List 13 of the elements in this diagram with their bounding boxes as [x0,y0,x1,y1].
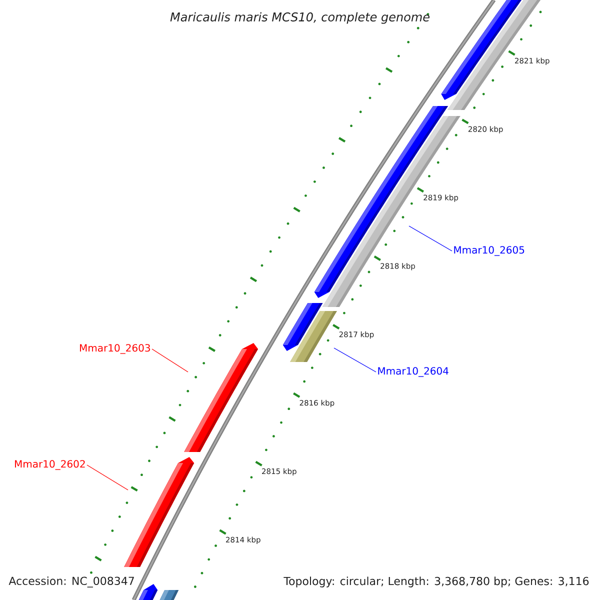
gene-label: Mmar10_2602 [15,460,85,470]
gene-label: Mmar10_2604 [378,367,448,377]
gene-block [184,343,258,452]
leader-line [152,348,188,372]
title: Maricaulis maris MCS10, complete genome [170,12,430,24]
accession-text: Accession: NC_008347 [7,575,136,589]
gene-block [124,457,194,567]
genome-info-text: Topology: circular; Length: 3,368,780 bp; Genes: 3,116 [282,575,591,589]
leader-line [334,348,376,372]
leader-line [86,464,128,490]
gene-label: Mmar10_2603 [80,344,150,354]
gene-bar [290,311,337,362]
gene-label: Mmar10_2605 [454,246,524,256]
